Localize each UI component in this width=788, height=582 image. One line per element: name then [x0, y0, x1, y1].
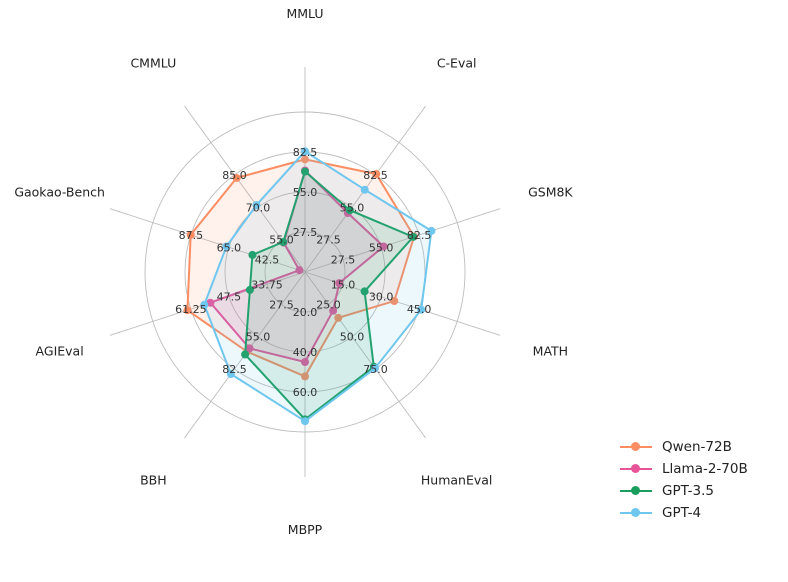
tick-label: 82.5: [293, 146, 318, 159]
data-point-gpt-3-5: [345, 206, 354, 215]
data-point-gpt-3-5: [409, 232, 418, 241]
tick-label: 25.0: [316, 298, 341, 311]
tick-label: 27.5: [331, 254, 356, 267]
tick-label: 27.5: [269, 298, 294, 311]
data-point-gpt-3-5: [241, 350, 250, 359]
data-point-gpt-4: [222, 242, 231, 251]
data-point-qwen-72b: [301, 155, 309, 164]
data-point-gpt-4: [252, 201, 261, 210]
data-point-qwen-72b: [183, 306, 192, 315]
tick-label: 45.0: [407, 303, 432, 316]
data-point-gpt-4: [226, 370, 235, 379]
data-point-gpt-4: [200, 300, 209, 309]
data-point-llama-2-70b: [295, 266, 304, 275]
legend-label: Qwen-72B: [662, 439, 732, 455]
tick-label: 30.0: [369, 291, 394, 304]
legend: Qwen-72B Llama-2-70B GPT-3.5 GPT-4: [618, 436, 748, 524]
data-point-qwen-72b: [232, 173, 241, 182]
axis-label-bbh: BBH: [140, 473, 167, 488]
data-point-gpt-4: [427, 226, 436, 235]
axis-label-humaneval: HumanEval: [421, 473, 493, 488]
tick-label: 61.25: [175, 303, 207, 316]
legend-marker: [618, 506, 654, 520]
axis-label-c-eval: C-Eval: [437, 55, 477, 70]
data-point-qwen-72b: [334, 313, 343, 322]
axis-spoke-gsm8k: [304, 208, 501, 273]
tick-label: 82.5: [222, 363, 247, 376]
data-point-gpt-3-5: [360, 287, 369, 296]
tick-label: 70.0: [246, 201, 271, 214]
tick-label: 20.0: [293, 306, 318, 319]
data-point-gpt-4: [370, 364, 379, 373]
data-point-llama-2-70b: [206, 298, 215, 307]
data-point-gpt-4: [301, 417, 309, 426]
tick-label: 47.5: [217, 291, 242, 304]
legend-marker: [618, 440, 654, 454]
tick-label: 85.0: [222, 169, 247, 182]
axis-label-gsm8k: GSM8K: [528, 184, 573, 199]
tick-label: 27.5: [316, 234, 341, 247]
data-point-qwen-72b: [372, 169, 381, 178]
data-point-gpt-4: [360, 185, 369, 194]
data-point-llama-2-70b: [329, 306, 338, 315]
legend-item-llama-2-70b: Llama-2-70B: [618, 458, 748, 480]
tick-label: 27.5: [293, 226, 318, 239]
data-point-gpt-3-5: [245, 285, 254, 294]
axis-label-agieval: AGIEval: [36, 344, 84, 359]
legend-item-qwen-72b: Qwen-72B: [618, 436, 748, 458]
data-point-llama-2-70b: [301, 358, 309, 366]
legend-label: GPT-4: [662, 505, 702, 521]
radar-series: [183, 147, 436, 426]
tick-label: 15.0: [331, 278, 356, 291]
tick-label: 82.5: [407, 229, 432, 242]
tick-label: 33.75: [251, 278, 283, 291]
tick-label: 55.0: [340, 201, 365, 214]
tick-label: 65.0: [217, 241, 242, 254]
axis-spoke-gaokao-bench: [109, 208, 306, 273]
tick-label: 55.0: [293, 186, 318, 199]
tick-label: 55.0: [269, 234, 294, 247]
data-point-llama-2-70b: [335, 279, 344, 288]
data-point-qwen-72b: [390, 297, 399, 306]
tick-label: 42.5: [255, 254, 280, 267]
axis-label-mmlu: MMLU: [286, 6, 323, 21]
tick-label: 55.0: [369, 241, 394, 254]
tick-label: 50.0: [340, 331, 365, 344]
axis-label-math: MATH: [533, 344, 568, 359]
data-point-gpt-4: [301, 147, 309, 156]
radar-tick-labels: 27.555.082.527.555.082.527.555.082.515.0…: [175, 146, 431, 399]
data-point-gpt-4: [417, 305, 426, 314]
data-point-qwen-72b: [186, 230, 195, 239]
legend-item-gpt-3-5: GPT-3.5: [618, 480, 748, 502]
tick-label: 82.5: [363, 169, 388, 182]
legend-marker: [618, 462, 654, 476]
legend-label: GPT-3.5: [662, 483, 714, 499]
tick-label: 55.0: [246, 331, 271, 344]
legend-item-gpt-4: GPT-4: [618, 502, 748, 524]
axis-label-cmmlu: CMMLU: [130, 55, 176, 70]
tick-label: 87.5: [179, 229, 204, 242]
data-point-llama-2-70b: [245, 344, 254, 353]
tick-label: 40.0: [293, 346, 318, 359]
data-point-gpt-3-5: [301, 167, 309, 176]
data-point-llama-2-70b: [379, 242, 388, 251]
legend-marker: [618, 484, 654, 498]
axis-label-gaokao-bench: Gaokao-Bench: [14, 184, 105, 199]
legend-label: Llama-2-70B: [662, 461, 748, 477]
data-point-gpt-3-5: [279, 238, 288, 247]
axis-spoke-humaneval: [304, 271, 426, 439]
data-point-qwen-72b: [301, 372, 309, 381]
data-point-gpt-3-5: [248, 250, 257, 259]
tick-label: 60.0: [293, 386, 318, 399]
axis-label-mbpp: MBPP: [288, 522, 323, 537]
tick-label: 75.0: [363, 363, 388, 376]
